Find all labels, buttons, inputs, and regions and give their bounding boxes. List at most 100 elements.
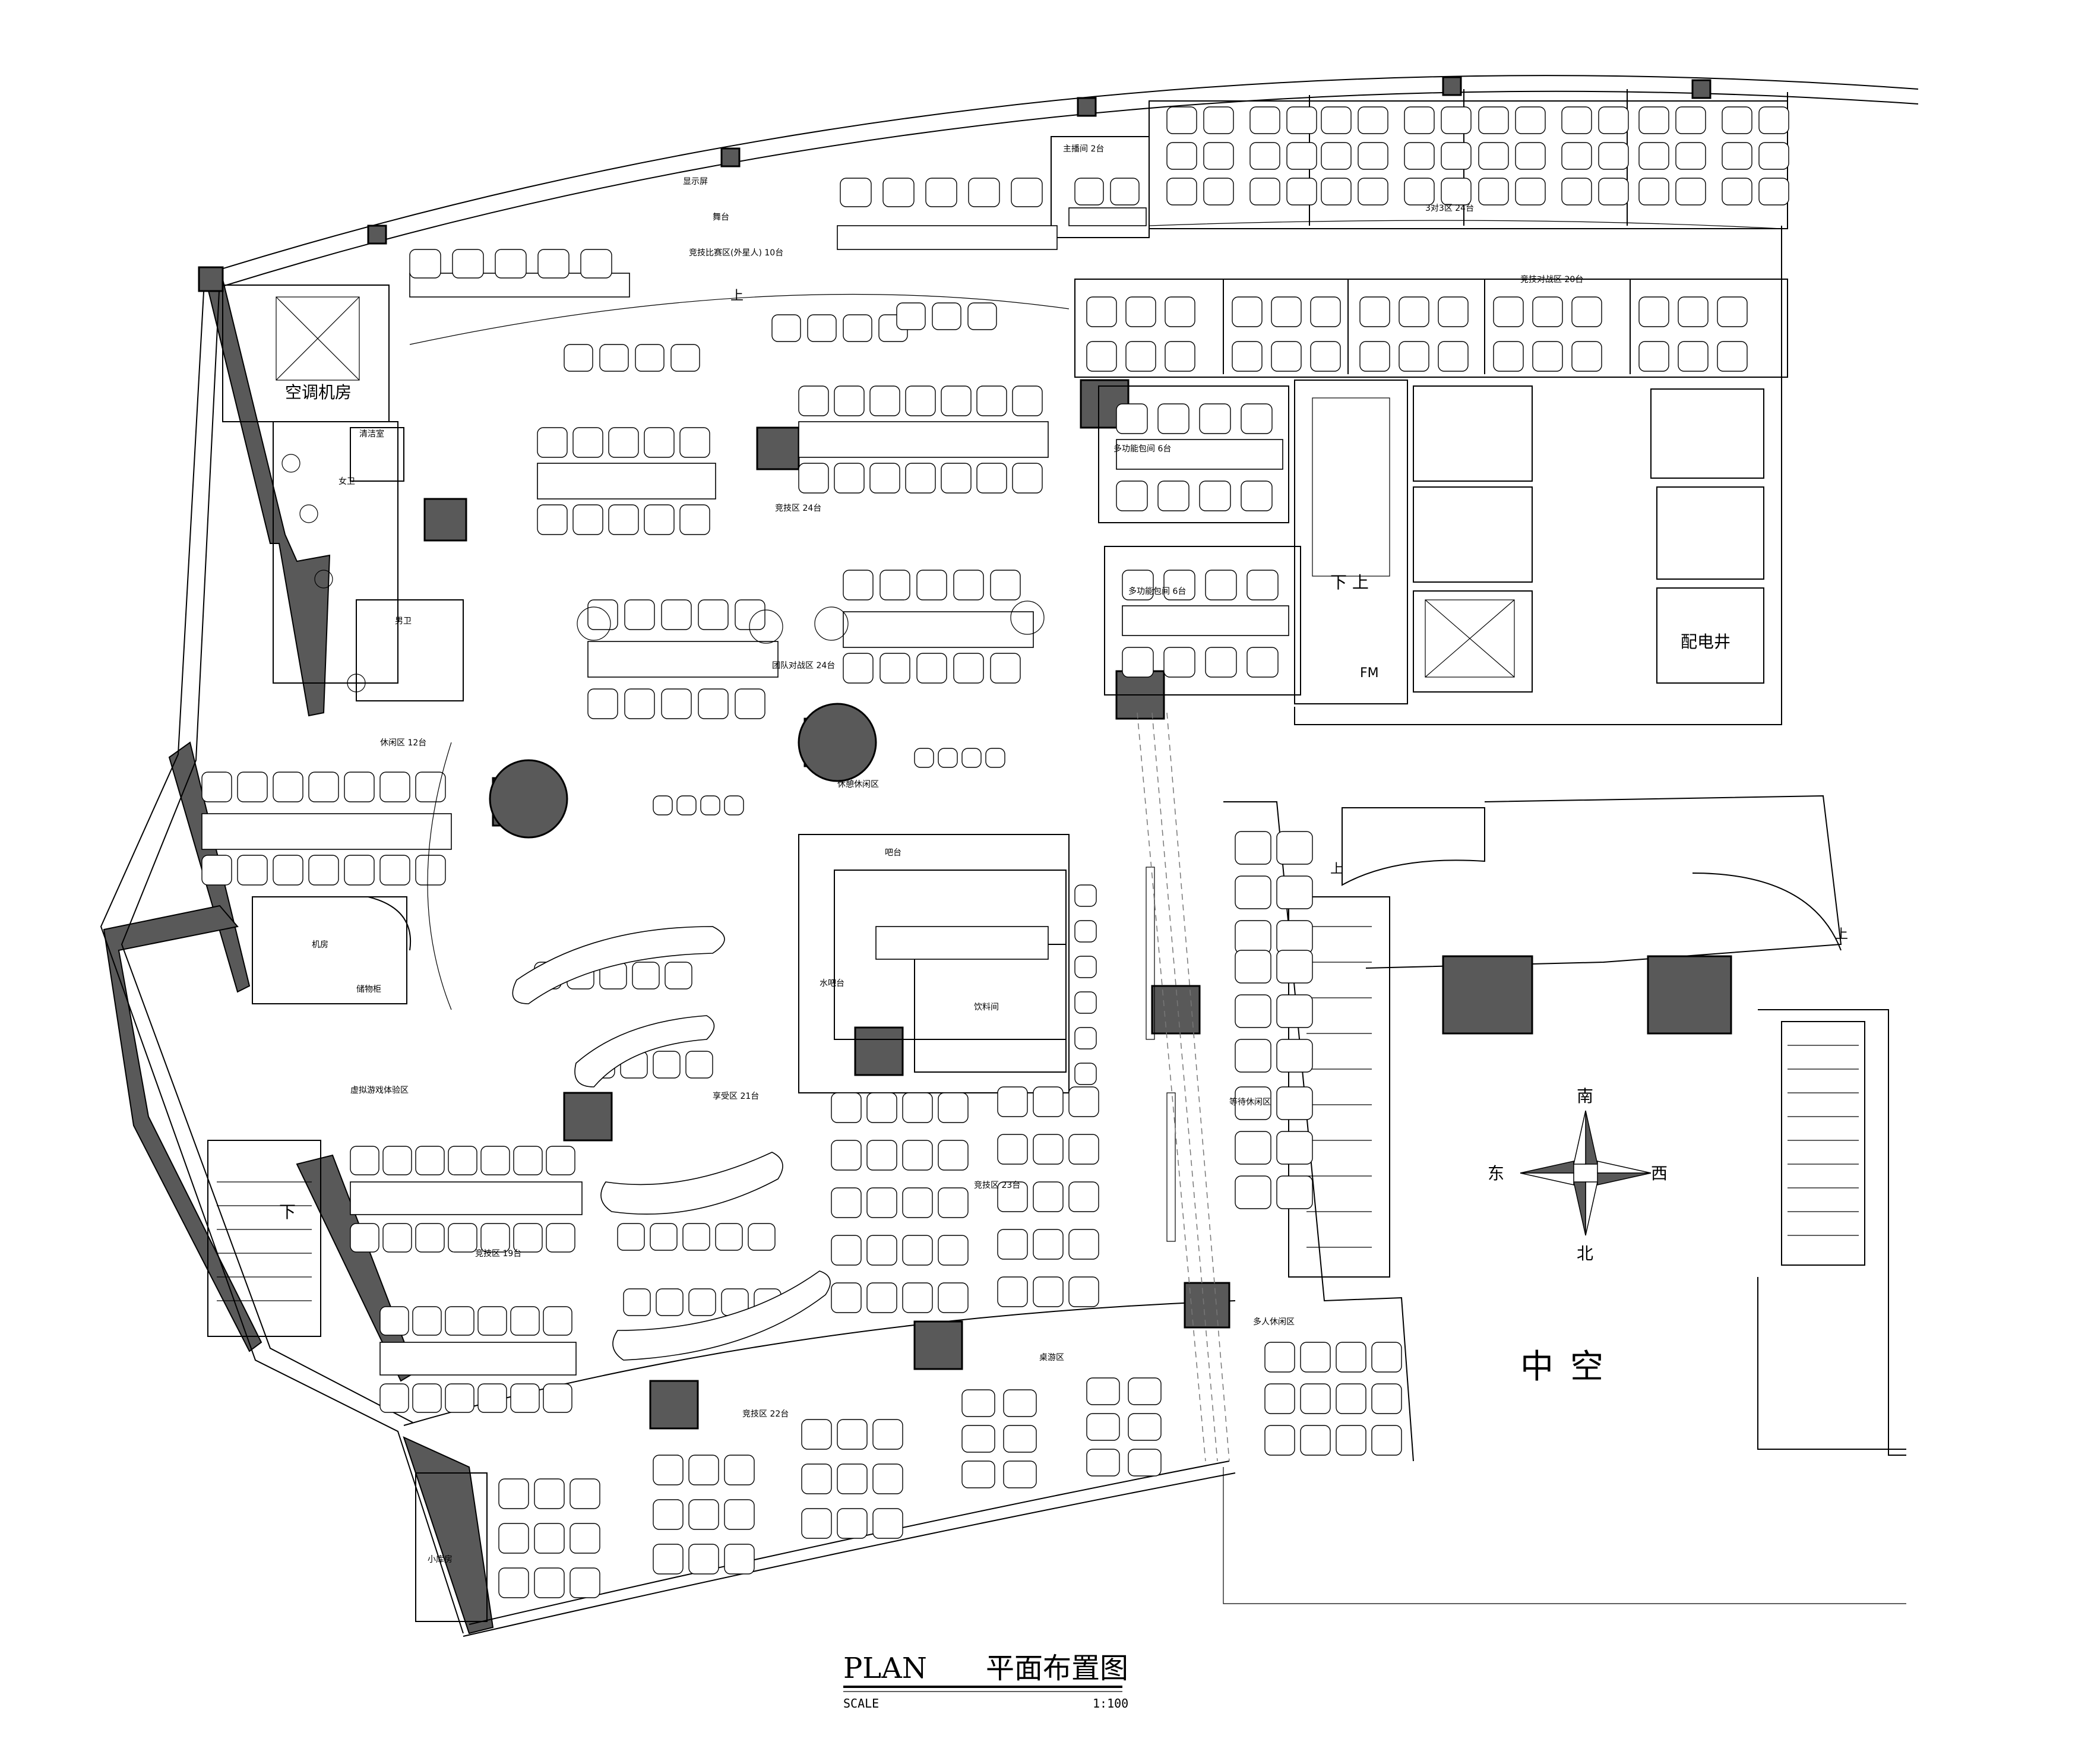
atrium-column: [1442, 955, 1533, 1035]
chair: [1235, 920, 1271, 954]
chair: [1358, 178, 1388, 206]
stair-inner: [1312, 397, 1390, 577]
chair: [350, 1223, 379, 1253]
column: [1077, 97, 1097, 117]
toilet-icon: [299, 504, 318, 523]
chair: [656, 1288, 684, 1316]
chair: [1321, 178, 1352, 206]
plan-title-en: PLAN: [843, 1652, 927, 1685]
chair: [1598, 178, 1629, 206]
chair: [1515, 178, 1546, 206]
chair: [617, 1223, 645, 1251]
machine-room: [252, 896, 407, 1004]
chair: [1068, 1276, 1099, 1307]
column: [198, 266, 224, 292]
chair: [237, 772, 268, 802]
column: [1184, 1282, 1230, 1329]
chair: [495, 249, 527, 279]
chair: [724, 795, 744, 815]
label-fm: FM: [1360, 666, 1379, 681]
elevator-cross: [1425, 599, 1515, 678]
label-up: 上: [1835, 927, 1848, 942]
multi-room-1: [1098, 385, 1289, 523]
chair: [837, 1463, 868, 1494]
label-atrium: 中空: [1520, 1348, 1620, 1386]
chair: [1241, 403, 1273, 434]
chair: [1166, 178, 1197, 206]
chair: [1128, 1413, 1162, 1441]
chair: [1478, 142, 1509, 170]
chair: [1371, 1342, 1402, 1373]
chair: [1235, 1086, 1271, 1120]
chair: [273, 772, 303, 802]
chair: [1336, 1425, 1366, 1456]
chair: [635, 344, 665, 372]
curved-desk: [574, 1015, 715, 1088]
planter-icon: [1010, 600, 1045, 635]
chair: [409, 249, 441, 279]
chair: [798, 385, 829, 416]
label-storage: 储物柜: [356, 985, 381, 994]
label-zone-team: 团队对战区 24台: [772, 661, 835, 671]
chair: [1166, 106, 1197, 134]
chair: [961, 748, 982, 768]
chair: [688, 1499, 719, 1530]
chair: [510, 1306, 540, 1336]
chair: [1264, 1425, 1295, 1456]
label-ac-room: 空调机房: [285, 382, 352, 402]
west-stair-steps: [217, 1181, 312, 1301]
chair: [379, 1306, 409, 1336]
small-warehouse: [415, 1472, 488, 1622]
column: [854, 1026, 904, 1076]
chair: [1300, 1383, 1331, 1414]
chair: [1358, 106, 1388, 134]
chair: [1336, 1383, 1366, 1414]
stair-core: [1294, 380, 1408, 704]
chair: [843, 570, 874, 600]
chair: [1399, 341, 1429, 372]
chair: [350, 1146, 379, 1175]
chair: [1086, 341, 1117, 372]
chair: [650, 1223, 678, 1251]
planter-icon: [749, 609, 783, 644]
distribution-shaft: [1656, 587, 1764, 684]
label-up: 上: [1330, 862, 1343, 877]
chair: [653, 1499, 684, 1530]
chair: [653, 1051, 681, 1079]
chair: [902, 1092, 933, 1123]
chair: [477, 1383, 507, 1413]
chair: [308, 772, 339, 802]
chair: [587, 688, 618, 719]
chair: [872, 1419, 903, 1450]
chair: [834, 463, 865, 494]
label-zone-multi-2: 多功能包间 6台: [1128, 586, 1186, 596]
chair: [1675, 142, 1706, 170]
chair: [1203, 106, 1234, 134]
column: [756, 426, 800, 470]
chair: [831, 1235, 862, 1266]
chair: [513, 1146, 543, 1175]
chair: [1371, 1425, 1402, 1456]
chair: [1086, 1377, 1120, 1405]
core-outline: [1294, 226, 1782, 725]
column: [1151, 985, 1201, 1035]
chair: [735, 599, 765, 630]
chair: [682, 1223, 710, 1251]
chair: [1271, 341, 1302, 372]
column: [367, 225, 387, 245]
chair: [1286, 142, 1317, 170]
chair: [543, 1383, 572, 1413]
elevator-shaft-2: [1413, 486, 1533, 583]
chair: [1205, 647, 1237, 678]
chair: [1122, 570, 1154, 600]
chair: [599, 344, 629, 372]
chair: [938, 1092, 969, 1123]
toilet-icon: [281, 454, 300, 473]
chair: [1321, 142, 1352, 170]
chair: [1157, 480, 1189, 511]
column: [1691, 79, 1711, 99]
chair: [869, 385, 900, 416]
desk: [843, 611, 1034, 648]
ac-unit: [276, 296, 360, 381]
